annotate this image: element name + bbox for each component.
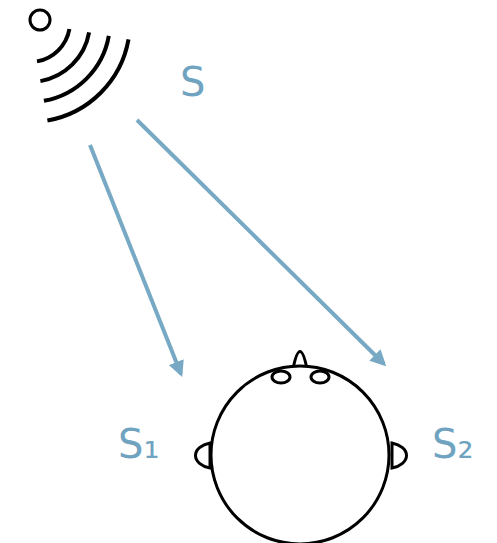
sound-path-arrow bbox=[137, 120, 384, 364]
left-ear bbox=[195, 443, 210, 468]
right-ear bbox=[392, 443, 407, 468]
eye bbox=[311, 371, 329, 383]
ear-label: S₁ bbox=[118, 424, 159, 464]
sound-path-arrow bbox=[90, 145, 181, 374]
source-label: S bbox=[180, 62, 205, 102]
head-outline bbox=[211, 366, 389, 543]
sound-path-arrows bbox=[90, 120, 384, 374]
eye bbox=[272, 371, 290, 383]
ear-label: S₂ bbox=[432, 424, 473, 464]
sound-source-icon bbox=[30, 10, 129, 121]
head-top-view bbox=[195, 352, 406, 543]
